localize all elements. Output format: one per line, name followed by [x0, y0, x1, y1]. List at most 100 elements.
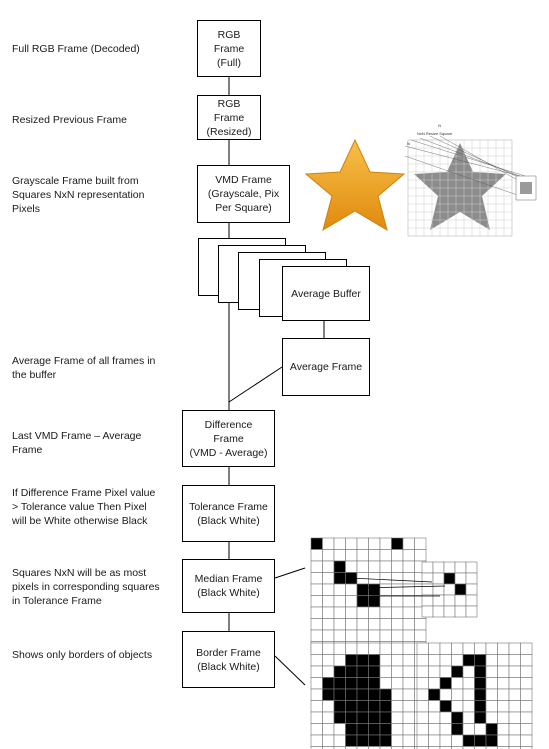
- pixel-cell: [439, 642, 452, 655]
- pixel-cell: [368, 700, 381, 713]
- pixel-cell: [414, 629, 427, 642]
- pixel-cell: [474, 688, 487, 701]
- average-buffer-text: Average Buffer: [291, 287, 361, 300]
- pixel-cell: [451, 723, 464, 736]
- pixel-cell: [520, 746, 533, 749]
- pixel-cell: [391, 549, 404, 562]
- vmd-line2: (Grayscale, Pix: [207, 188, 280, 200]
- label-grayscale: Grayscale Frame built from Squares NxN r…: [12, 175, 145, 215]
- pixel-cell: [356, 642, 369, 655]
- pixel-cell: [443, 594, 456, 607]
- pixel-cell: [345, 537, 358, 550]
- pixel-cell: [368, 711, 381, 724]
- pixel-cell: [416, 734, 429, 747]
- pixel-cell: [402, 572, 415, 585]
- pixel-cell: [474, 723, 487, 736]
- pixel-cell: [345, 734, 358, 747]
- rgb-full-box: RGB Frame (Full): [197, 20, 261, 77]
- pixel-cell: [414, 549, 427, 562]
- pixel-cell: [368, 723, 381, 736]
- pixel-cell: [497, 746, 510, 749]
- pixel-cell: [508, 746, 521, 749]
- pixel-cell: [322, 746, 335, 749]
- pixel-cell: [345, 560, 358, 573]
- pixel-cell: [474, 665, 487, 678]
- pixel-cell: [520, 688, 533, 701]
- pixel-cell: [310, 595, 323, 608]
- pixel-cell: [356, 618, 369, 631]
- pixel-cell: [333, 734, 346, 747]
- pixel-cell: [333, 654, 346, 667]
- pixel-cell: [379, 654, 392, 667]
- connector-border-to-grid: [274, 655, 306, 686]
- pixel-cell: [520, 700, 533, 713]
- pixel-cell: [322, 734, 335, 747]
- pixel-cell: [322, 629, 335, 642]
- pixel-cell: [379, 572, 392, 585]
- pixel-cell: [322, 654, 335, 667]
- pixel-cell: [379, 583, 392, 596]
- pixel-cell: [443, 605, 456, 618]
- pixel-cell: [432, 605, 445, 618]
- pixel-cell: [432, 594, 445, 607]
- pixel-cell: [368, 665, 381, 678]
- pixel-cell: [485, 688, 498, 701]
- pixel-cell: [402, 700, 415, 713]
- pixel-cell: [520, 665, 533, 678]
- pixel-cell: [333, 618, 346, 631]
- pixel-cell: [379, 642, 392, 655]
- pixel-cell: [454, 572, 467, 585]
- pixel-cell: [379, 723, 392, 736]
- pixel-cell: [520, 711, 533, 724]
- pixel-cell: [428, 665, 441, 678]
- pixel-cell: [356, 583, 369, 596]
- pixel-cell: [333, 746, 346, 749]
- pixel-cell: [356, 746, 369, 749]
- pixel-cell: [508, 654, 521, 667]
- pixel-cell: [345, 665, 358, 678]
- pixel-cell: [428, 734, 441, 747]
- pixel-cell: [310, 711, 323, 724]
- pixel-cell: [333, 583, 346, 596]
- pixel-cell: [497, 711, 510, 724]
- pixel-cell: [333, 677, 346, 690]
- connector-median-to-grid: [274, 567, 306, 579]
- pixel-cell: [310, 642, 323, 655]
- border-line1: Border Frame: [196, 646, 261, 659]
- pixel-cell: [520, 723, 533, 736]
- pixel-cell: [462, 654, 475, 667]
- pixel-cell: [322, 677, 335, 690]
- pixel-cell: [421, 572, 434, 585]
- pixel-cell: [451, 700, 464, 713]
- pixel-cell: [439, 665, 452, 678]
- pixel-cell: [379, 700, 392, 713]
- pixel-cell: [462, 746, 475, 749]
- pixel-cell: [454, 594, 467, 607]
- pixel-cell: [520, 642, 533, 655]
- pixel-cell: [391, 606, 404, 619]
- pixel-cell: [356, 654, 369, 667]
- pixel-cell: [379, 606, 392, 619]
- pixel-cell: [322, 537, 335, 550]
- pixel-cell: [421, 605, 434, 618]
- pixel-cell: [474, 746, 487, 749]
- pixel-cell: [421, 583, 434, 596]
- pixel-cell: [391, 723, 404, 736]
- pixel-cell: [432, 572, 445, 585]
- pixel-cell: [462, 711, 475, 724]
- pixel-cell: [439, 723, 452, 736]
- pixel-cell: [391, 537, 404, 550]
- pixel-cell: [345, 606, 358, 619]
- pixel-cell: [451, 665, 464, 678]
- pixel-cell: [474, 711, 487, 724]
- pixel-cell: [310, 665, 323, 678]
- label-average: Average Frame of all frames in the buffe…: [12, 355, 156, 381]
- pixel-cell: [333, 711, 346, 724]
- pixel-cell: [416, 746, 429, 749]
- pixel-cell: [414, 537, 427, 550]
- pixel-cell: [508, 665, 521, 678]
- pixel-cell: [414, 618, 427, 631]
- pixel-cell: [462, 734, 475, 747]
- pixel-cell: [497, 677, 510, 690]
- pixel-cell: [333, 642, 346, 655]
